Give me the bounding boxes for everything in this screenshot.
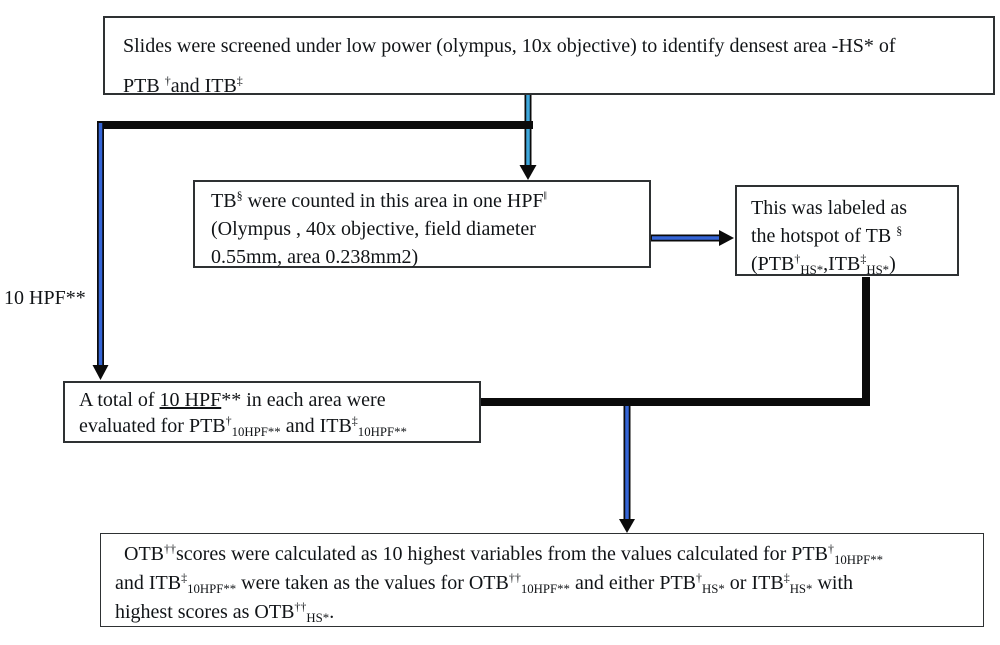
box-hotspot-line-1: This was labeled as (751, 197, 908, 219)
box-hotspot-line-3: (PTB†HS*,ITB‡HS*) (751, 251, 896, 277)
label-10hpf-text: 10 HPF** (4, 287, 86, 309)
box-counting-line-2: (Olympus , 40x objective, field diameter (211, 218, 536, 240)
box-evaluated-line-2: evaluated for PTB†10HPF** and ITB‡10HPF*… (79, 413, 407, 439)
box-evaluated: A total of 10 HPF** in each area were ev… (63, 381, 481, 443)
box-screening: Slides were screened under low power (ol… (103, 16, 995, 97)
box-scores-line-2: and ITB‡10HPF** were taken as the values… (115, 570, 854, 596)
label-10hpf: 10 HPF** (4, 287, 86, 310)
arrow-branch-to-evaluated-icon (92, 121, 109, 380)
arrow-to-scores-icon (619, 399, 635, 533)
box-screening-line-2: PTB †and ITB‡ (123, 73, 243, 97)
box-counting-line-1: TB§ were counted in this area in one HPF… (211, 188, 547, 212)
arrow-counting-to-hotspot-icon (651, 230, 734, 246)
box-counting: TB§ were counted in this area in one HPF… (193, 180, 651, 268)
box-scores-line-1: OTB††scores were calculated as 10 highes… (124, 541, 884, 567)
box-counting-line-3: 0.55mm, area 0.238mm2) (211, 246, 419, 268)
box-scores-line-3: highest scores as OTB††HS*. (115, 599, 335, 625)
box-evaluated-line-1: A total of 10 HPF** in each area were (79, 389, 386, 411)
arrow-screening-to-counting-icon (519, 94, 537, 180)
box-hotspot: This was labeled as the hotspot of TB § … (735, 185, 959, 276)
box-scores: OTB††scores were calculated as 10 highes… (100, 533, 984, 627)
box-hotspot-line-2: the hotspot of TB § (751, 223, 903, 247)
box-screening-line-1: Slides were screened under low power (ol… (123, 35, 896, 57)
